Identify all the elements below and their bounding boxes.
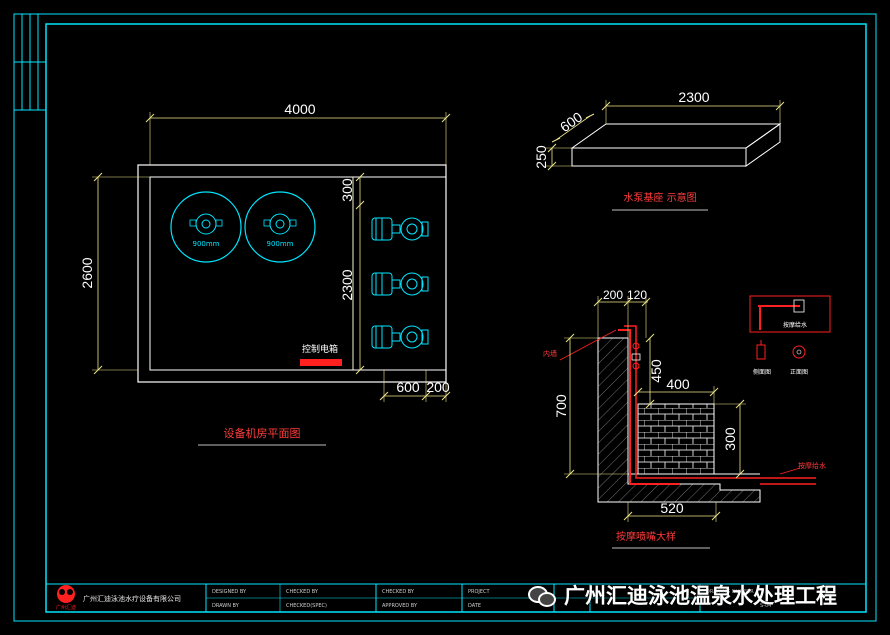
title-block: 广州汇迪 广州汇迪泳池水疗设备有限公司 DESIGNED BY DRAWN BY…	[45, 583, 867, 613]
tb-cell-4-bot: DATE	[468, 603, 481, 609]
plan-dim-height: 2600	[79, 257, 95, 288]
tank-1-label: 900mm	[193, 240, 220, 248]
sheet-frame	[13, 13, 877, 622]
section-left-note: 内墙	[543, 349, 557, 358]
pump-base-diagram: 2300 600 250 水泵基座 示意图	[533, 89, 785, 211]
tb-cell-5-top: DRAWING NUMBER	[706, 589, 754, 595]
base-dim-depth: 600	[557, 109, 585, 136]
section-right-note: 按摩给水	[798, 461, 826, 470]
watermark: 广州汇迪泳池温泉水处理工程	[528, 578, 837, 612]
pump-3	[371, 325, 429, 349]
pump-2	[371, 272, 429, 296]
watermark-text: 广州汇迪泳池温泉水处理工程	[564, 584, 837, 608]
section-dim-top-a: 200	[603, 288, 623, 302]
plan-outer-wall	[137, 164, 447, 383]
section-dim-450: 450	[648, 359, 664, 383]
plan-title: 设备机房平面图	[224, 426, 301, 440]
massage-nozzle-section: 内墙 按摩给水 200 120 450 400 700	[543, 288, 831, 549]
company-name: 广州汇迪泳池水疗设备有限公司	[83, 594, 181, 603]
equipment-room-plan: 4000 2600 300 2300 600 200	[79, 101, 451, 446]
tb-cell-2-bot: CHECKED(SPEC)	[286, 603, 327, 609]
company-logo: 广州汇迪	[56, 585, 76, 611]
detail-label-left: 侧面图	[753, 368, 771, 376]
logo-text: 广州汇迪	[56, 604, 76, 611]
tb-cell-2-top: CHECKED BY	[286, 589, 319, 595]
tb-cell-1-top: DESIGNED BY	[212, 589, 247, 595]
section-dim-300: 300	[722, 427, 738, 451]
section-dim-400: 400	[666, 376, 690, 392]
tb-cell-1-bot: DRAWN BY	[212, 603, 240, 609]
tb-cell-5-bot: S-04	[760, 603, 771, 609]
pump-1	[371, 217, 429, 241]
nozzle-detail: 按摩给水 侧面图 正面图	[749, 295, 831, 376]
tb-cell-3-bot: APPROVED BY	[382, 603, 418, 609]
tb-cell-3-top: CHECKED BY	[382, 589, 415, 595]
plan-dim-width: 4000	[284, 101, 315, 117]
plan-dim-bottom-a: 600	[396, 379, 420, 395]
tank-2-label: 900mm	[267, 240, 294, 248]
wechat-icon	[528, 584, 558, 607]
plan-dim-top-offset: 300	[339, 178, 355, 202]
detail-label-right: 正面图	[790, 369, 808, 376]
plan-dim-inner-height: 2300	[339, 269, 355, 300]
section-dim-700: 700	[553, 394, 569, 418]
tb-cell-4-top: PROJECT	[468, 589, 491, 595]
plan-dim-bottom-b: 200	[426, 379, 450, 395]
filter-tank-2: 900mm	[244, 191, 316, 263]
filter-tank-1: 900mm	[170, 191, 242, 263]
section-dim-top-b: 120	[627, 288, 647, 302]
control-panel	[300, 359, 342, 366]
section-title: 按摩喷嘴大样	[616, 530, 676, 543]
base-dim-length: 2300	[678, 89, 709, 105]
base-title: 水泵基座 示意图	[623, 191, 696, 204]
section-dim-520: 520	[660, 500, 684, 516]
control-panel-label: 控制电箱	[302, 343, 338, 355]
base-dim-height: 250	[533, 145, 549, 169]
detail-label-top: 按摩给水	[783, 321, 807, 329]
